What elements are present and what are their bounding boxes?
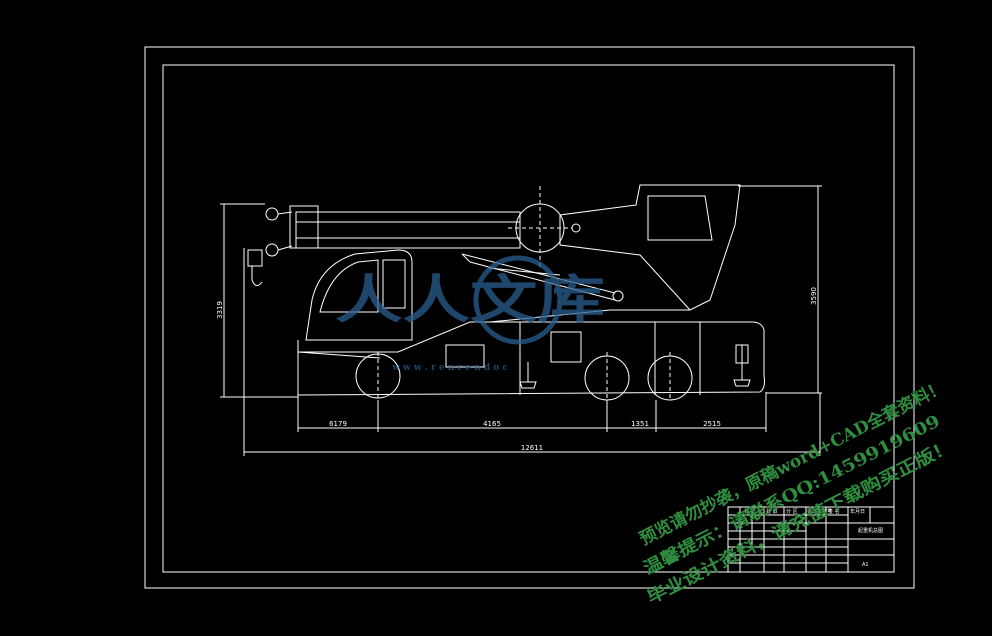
boom-head	[289, 205, 319, 249]
cab-side-window	[382, 259, 406, 309]
tb-header-4: 更改文件号	[807, 508, 832, 515]
logo-text: 人人文库	[335, 270, 605, 331]
tb-header-6: 年月日	[850, 508, 865, 515]
chassis-outline	[297, 321, 765, 396]
cab-window	[319, 259, 379, 313]
centre-lines	[377, 186, 671, 400]
dimension-lines	[220, 185, 822, 456]
pulley-top	[265, 207, 279, 221]
watermark-logo: 人人文库 w w w . r e n r e n d o c	[335, 255, 605, 373]
superstructure	[489, 184, 741, 323]
battery-box	[550, 331, 582, 363]
watermark-line-2: 温馨提示：请联系QQ:1459919609	[640, 411, 944, 580]
operator-cabin	[647, 195, 713, 241]
dim-front-overhang: 6179	[329, 420, 347, 428]
watermark-notice: 预览请勿抄袭，原稿word+CAD全套资料！ 温馨提示：请联系QQ:145991…	[636, 377, 956, 609]
dim-cab-height: 3590	[810, 287, 818, 305]
tb-header-5: 签 名	[828, 508, 840, 515]
title-block-labels: 标 记 处 数 分 区 更改文件号 签 名 年月日 起重机总图 A1	[744, 508, 883, 568]
dim-overall-height: 3319	[216, 301, 224, 319]
tb-sheet-size: A1	[862, 562, 869, 568]
logo-circle-icon	[473, 255, 563, 345]
dim-rear-overhang: 2515	[703, 420, 721, 428]
tb-header-3: 分 区	[786, 508, 798, 515]
title-block	[727, 506, 895, 573]
dim-wheelbase-1: 4165	[483, 420, 501, 428]
tb-header-2: 处 数	[766, 508, 778, 515]
dim-tandem-spacing: 1351	[631, 420, 649, 428]
outer-frame	[144, 46, 915, 589]
tb-part-name: 起重机总图	[858, 527, 883, 534]
outrigger-front	[519, 362, 537, 389]
tb-header-1: 标 记	[744, 508, 756, 515]
dimension-labels: 3319 3590 6179 4165 1351 2515 12611	[216, 287, 818, 452]
inner-frame	[162, 64, 895, 573]
storage-box	[445, 344, 485, 368]
cab-outline	[305, 249, 413, 341]
boom	[295, 211, 521, 249]
hook-block	[247, 249, 263, 286]
dim-overall-length: 12611	[521, 444, 543, 452]
logo-url: w w w . r e n r e n d o c	[391, 363, 508, 373]
crane-vehicle	[247, 184, 765, 401]
pulley-bottom	[265, 243, 279, 257]
